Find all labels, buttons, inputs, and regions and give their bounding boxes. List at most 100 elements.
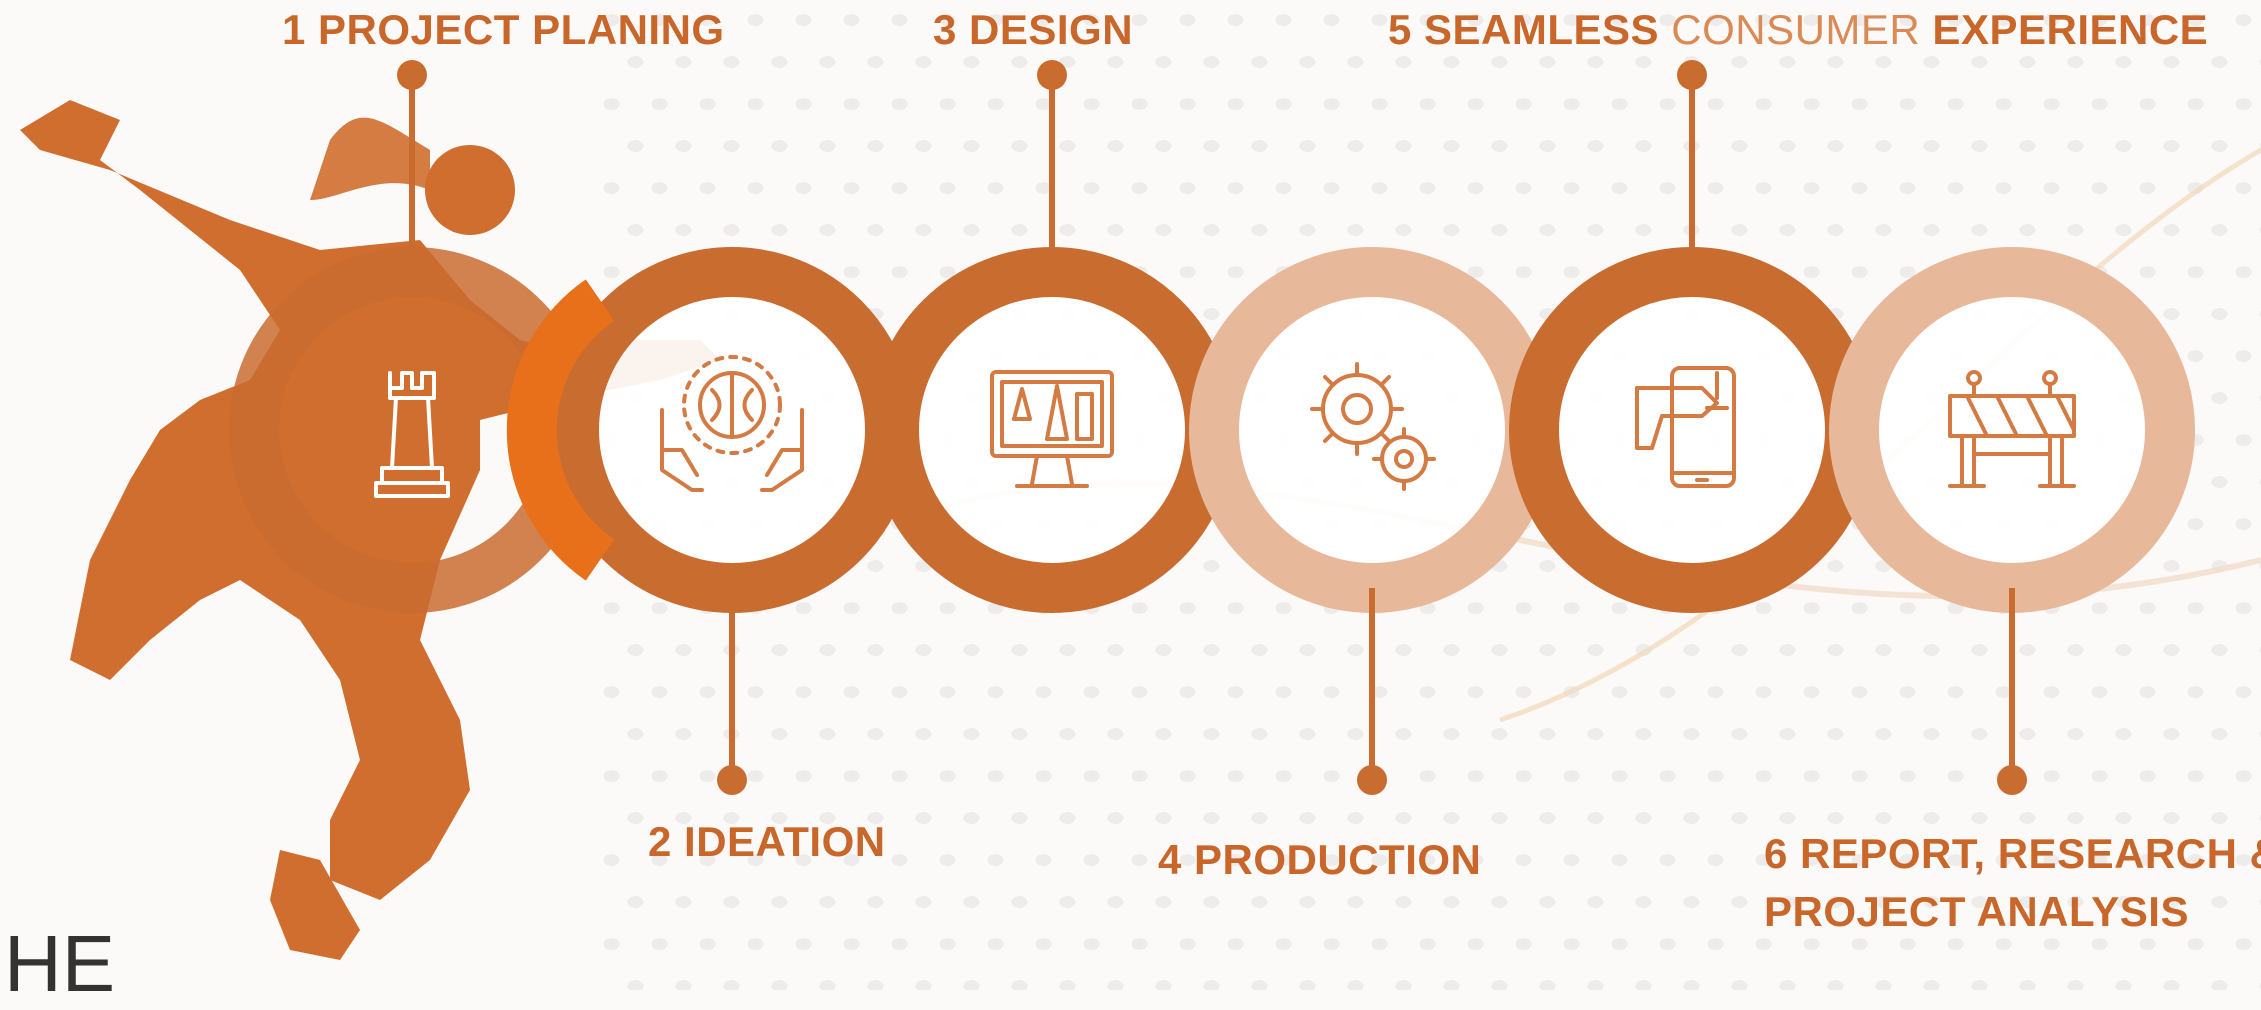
background-dot <box>2211 140 2228 152</box>
background-dot <box>2235 770 2252 782</box>
background-dot <box>2211 224 2228 236</box>
background-dot <box>1899 770 1916 782</box>
background-dot <box>603 14 620 26</box>
background-dot <box>915 728 932 740</box>
background-dot <box>1851 686 1868 698</box>
background-dot <box>1347 980 1364 990</box>
background-dot <box>771 812 788 824</box>
background-dot <box>843 266 860 278</box>
background-dot <box>1515 98 1532 110</box>
background-dot <box>1419 686 1436 698</box>
connector-dot-1 <box>397 60 427 90</box>
background-dot <box>1467 770 1484 782</box>
background-dot <box>819 896 836 908</box>
background-dot <box>1299 644 1316 656</box>
background-dot <box>2235 854 2252 866</box>
background-dot <box>2187 14 2204 26</box>
background-dot <box>1947 854 1964 866</box>
background-dot <box>1995 14 2012 26</box>
background-dot <box>1323 98 1340 110</box>
background-dot <box>1491 980 1508 990</box>
background-dot <box>1587 896 1604 908</box>
background-dot <box>1347 644 1364 656</box>
background-dot <box>1491 728 1508 740</box>
background-dot <box>1155 812 1172 824</box>
background-dot <box>867 56 884 68</box>
background-dot <box>1587 728 1604 740</box>
background-dot <box>1491 140 1508 152</box>
background-dot <box>1971 728 1988 740</box>
background-dot <box>603 770 620 782</box>
background-dot <box>1803 14 1820 26</box>
background-dot <box>1371 14 1388 26</box>
background-dot <box>795 854 812 866</box>
background-dot <box>1731 728 1748 740</box>
background-dot <box>1131 938 1148 950</box>
background-dot <box>987 686 1004 698</box>
background-dot <box>2163 140 2180 152</box>
background-dot <box>723 812 740 824</box>
background-dot <box>819 728 836 740</box>
background-dot <box>1563 14 1580 26</box>
background-dot <box>1899 686 1916 698</box>
background-dot <box>1635 728 1652 740</box>
connector-dot-6 <box>1997 765 2027 795</box>
background-dot <box>1491 644 1508 656</box>
background-dot <box>843 14 860 26</box>
background-dot <box>2115 812 2132 824</box>
background-dot <box>1587 56 1604 68</box>
background-dot <box>1803 938 1820 950</box>
background-dot <box>2163 896 2180 908</box>
background-dot <box>2091 686 2108 698</box>
background-dot <box>1851 938 1868 950</box>
background-dot <box>2019 896 2036 908</box>
background-dot <box>1227 854 1244 866</box>
background-dot <box>939 602 956 614</box>
background-dot <box>2091 854 2108 866</box>
background-dot <box>1395 812 1412 824</box>
background-dot <box>1971 56 1988 68</box>
background-dot <box>2187 854 2204 866</box>
background-dot <box>1107 980 1124 990</box>
background-dot <box>1635 56 1652 68</box>
background-dot <box>1011 980 1028 990</box>
background-dot <box>987 182 1004 194</box>
background-dot <box>1275 14 1292 26</box>
background-dot <box>819 224 836 236</box>
background-dot <box>915 140 932 152</box>
background-dot <box>1755 770 1772 782</box>
background-dot <box>1707 938 1724 950</box>
background-dot <box>1035 14 1052 26</box>
background-dot <box>1395 896 1412 908</box>
corner-text: HE <box>4 919 116 1008</box>
background-dot <box>2235 182 2252 194</box>
background-dot <box>1035 182 1052 194</box>
background-dot <box>1131 854 1148 866</box>
background-dot <box>795 602 812 614</box>
background-dot <box>627 56 644 68</box>
background-dot <box>2187 350 2204 362</box>
background-dot <box>2235 938 2252 950</box>
background-dot <box>1515 182 1532 194</box>
background-dot <box>723 896 740 908</box>
background-dot <box>1467 14 1484 26</box>
background-dot <box>2067 980 2084 990</box>
background-dot <box>2019 56 2036 68</box>
background-dot <box>2235 350 2252 362</box>
background-dot <box>1347 56 1364 68</box>
chess-rook-icon <box>374 371 450 498</box>
background-dot <box>2043 854 2060 866</box>
background-dot <box>1275 686 1292 698</box>
background-dot <box>723 980 740 990</box>
background-dot <box>1419 938 1436 950</box>
background-dot <box>1539 812 1556 824</box>
background-dot <box>603 602 620 614</box>
background-dot <box>675 140 692 152</box>
background-dot <box>1203 224 1220 236</box>
background-dot <box>1347 812 1364 824</box>
background-dot <box>2067 812 2084 824</box>
background-dot <box>1179 182 1196 194</box>
background-dot <box>1491 56 1508 68</box>
background-dot <box>987 770 1004 782</box>
background-dot <box>1011 896 1028 908</box>
